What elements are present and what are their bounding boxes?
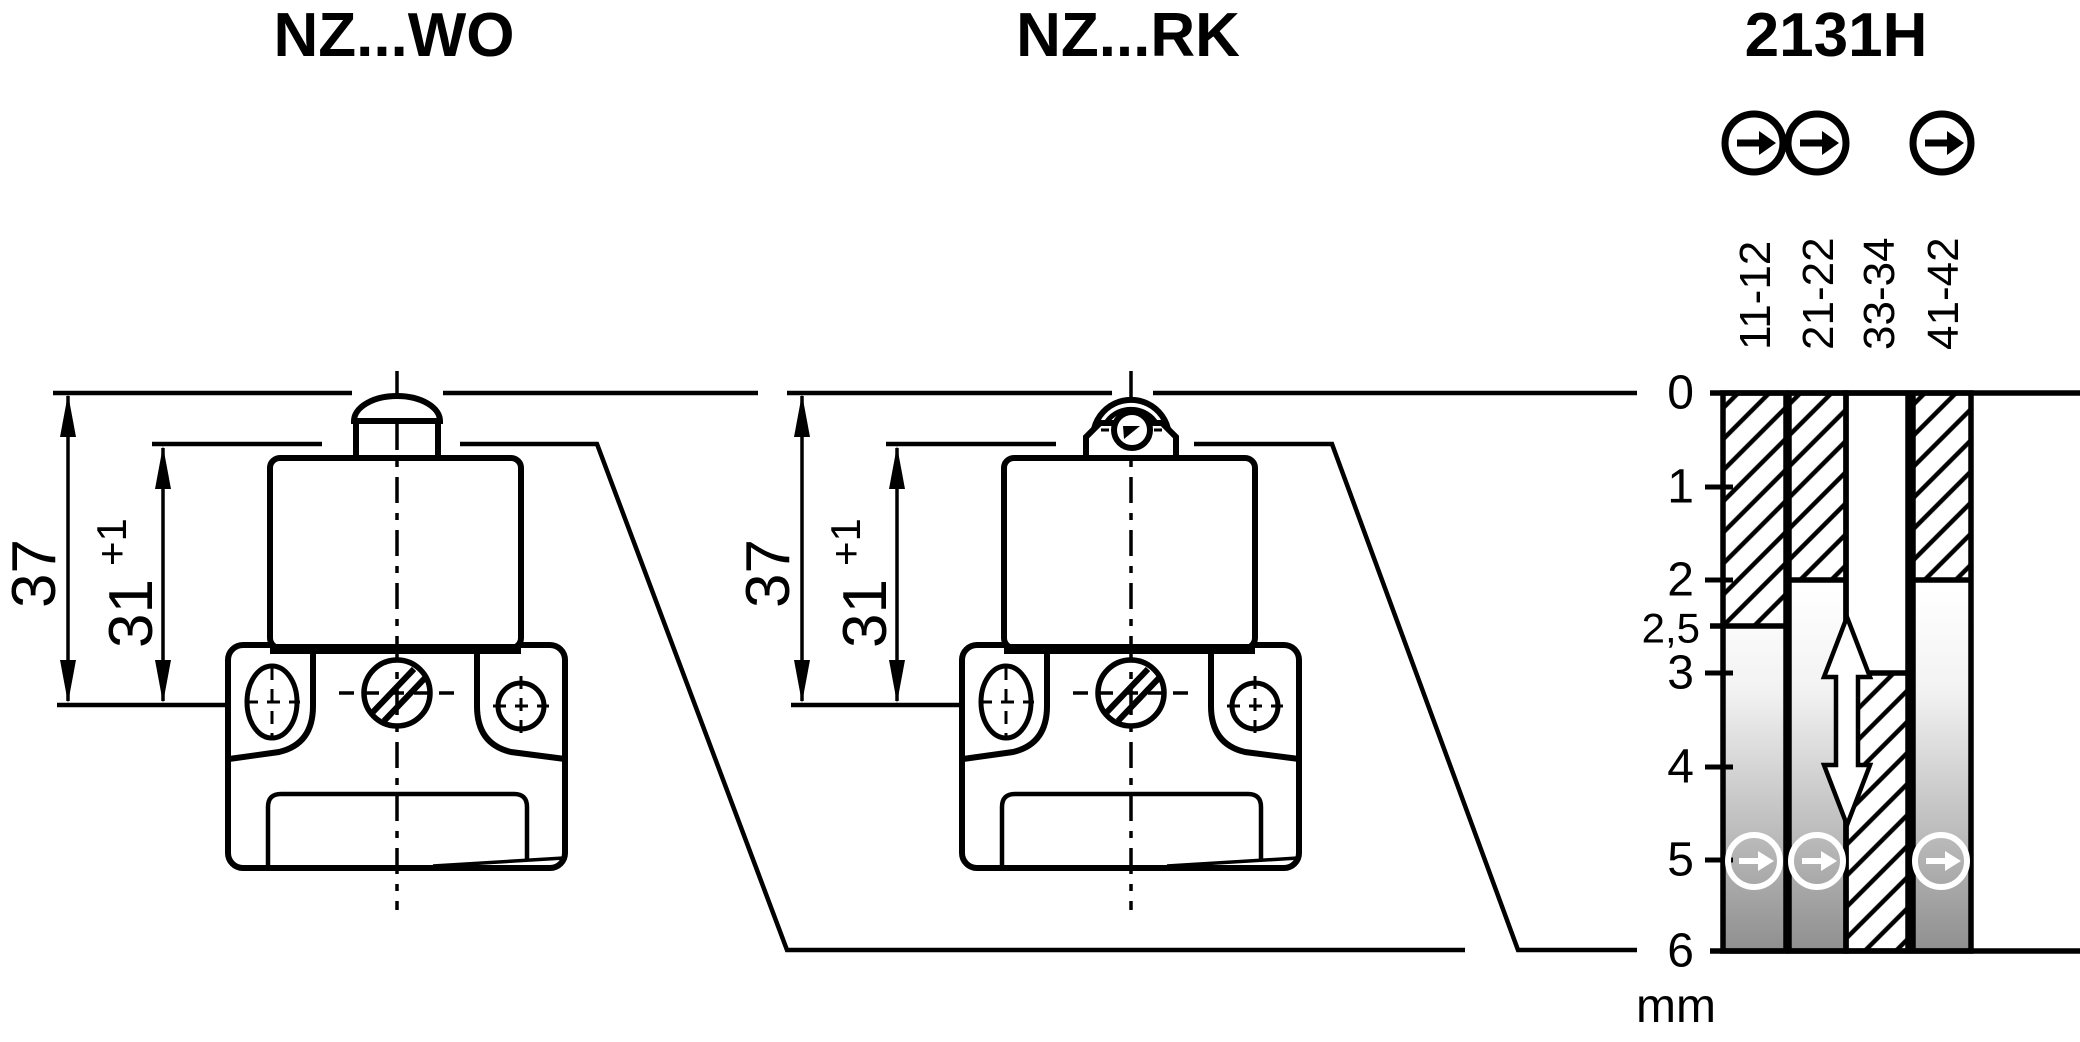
scale-label-0: 0 [1667,367,1694,420]
scale-labels: 0 1 2 2,5 3 4 5 6 mm [1636,367,1716,1034]
contact-label-21-22: 21-22 [1794,237,1843,350]
dim-total-label: 37 [734,539,803,608]
dome-plunger [350,393,444,456]
title-nz-wo: NZ...WO [273,1,514,70]
dim-total-label: 37 [0,539,69,608]
dim-body-tolerance: +1 [822,518,869,566]
circled-right-arrow-icon [1788,114,1846,172]
reference-lines [53,390,1637,953]
dim-body-label: 31 [97,579,166,648]
double-vertical-arrow-icon [1820,610,1874,832]
travel-diagram: 11-12 21-22 33-34 41-42 [1636,114,2080,1033]
circled-right-arrow-icon [1725,114,1783,172]
roller-plunger [1083,396,1179,461]
scale-label-2-5: 2,5 [1642,605,1700,652]
scale-ticks [1705,484,1733,863]
scale-label-5: 5 [1667,834,1694,887]
scale-label-3: 3 [1667,647,1694,700]
scale-label-6: 6 [1667,925,1694,978]
contact-label-11-12: 11-12 [1731,241,1780,350]
scale-label-1: 1 [1667,461,1694,514]
dim-body-tolerance: +1 [88,518,135,566]
unit-label: mm [1636,980,1716,1033]
title-diagram-code: 2131H [1745,1,1928,70]
switch-nz-wo: 37 31 +1 [0,371,565,910]
switch-housing [228,371,565,910]
contact-column-41-42 [1910,390,1974,954]
switch-nz-rk: 37 31 +1 [734,371,1299,910]
dimension-37-right: 37 [734,394,810,703]
dim-body-label: 31 [831,579,900,648]
dimension-37-left: 37 [0,394,76,703]
scale-label-4: 4 [1667,741,1694,794]
contact-label-41-42: 41-42 [1919,237,1968,350]
scale-label-2: 2 [1667,554,1694,607]
circled-right-arrow-icon [1913,114,1971,172]
dimension-31-left: 31 +1 [88,446,171,703]
contact-label-33-34: 33-34 [1855,237,1904,350]
title-nz-rk: NZ...RK [1016,1,1240,70]
dimension-31-right: 31 +1 [822,446,905,703]
